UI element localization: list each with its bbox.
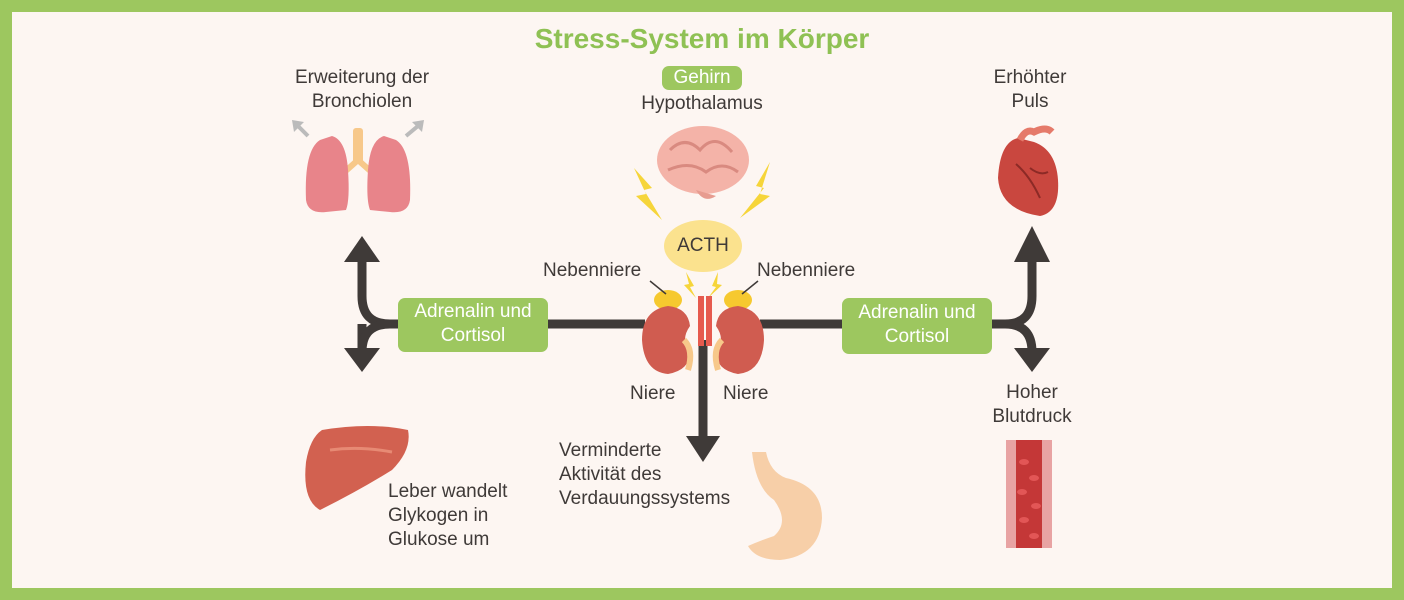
kidney-right-icon [716,306,764,374]
bolt-small-left-icon [684,272,696,298]
arrowhead-down-center [686,436,720,462]
arrowhead-up-right [1014,226,1050,262]
hormone-pill-left-line1: Adrenalin und [414,301,532,322]
diagram-title: Stress-System im Körper [534,23,870,54]
lungs-icon [292,120,424,213]
kidney-left-label: Niere [630,383,676,404]
adrenal-left-icon [654,290,682,310]
adrenal-right-label: Nebenniere [757,260,856,281]
digestion-effect-line3: Verdauungssystems [559,488,731,509]
arrowhead-down-left [344,348,380,372]
connector-arrows [357,262,1037,438]
liver-effect-label: Leber wandelt Glykogen in Glukose um [388,480,507,552]
bolt-left-icon [634,168,662,220]
adrenal-left-label: Nebenniere [543,260,642,281]
acth-hormone-badge: ACTH [664,220,742,272]
lightning-bolts [634,162,770,298]
lungs-effect-label: Erweiterung der Bronchiolen [272,66,452,114]
hormone-pill-right-line1: Adrenalin und [858,302,976,323]
liver-effect-line3: Glukose um [388,529,490,550]
arrow-to-bloodpressure-line [1004,319,1037,353]
liver-icon [305,426,409,510]
hormone-pill-left-line2: Cortisol [440,325,506,346]
lungs-effect-line2: Bronchiolen [311,91,413,112]
adrenal-right-icon [724,290,752,310]
pulse-effect-line1: Erhöhter [993,67,1067,88]
digestion-effect-line2: Aktivität des [559,464,662,485]
pulse-effect-label: Erhöhter Puls [970,66,1090,114]
blood-vessel-icon [1006,440,1052,548]
arrow-heads [344,226,1050,462]
bolt-small-right-icon [708,272,722,298]
hormone-pill-right: Adrenalin und Cortisol [842,298,992,354]
digestion-effect-line1: Verminderte [559,440,662,461]
brain-badge: Gehirn [662,66,742,90]
adrenal-pointers [649,280,759,295]
kidney-right-label: Niere [723,383,769,404]
bolt-right-icon [740,162,770,218]
brain-icon [657,126,749,199]
arrowhead-down-right [1014,348,1050,372]
kidneys-icon [642,290,764,374]
liver-effect-line1: Leber wandelt [388,481,508,502]
lungs-effect-line1: Erweiterung der [294,67,430,88]
digestion-effect-label: Verminderte Aktivität des Verdauungssyst… [559,439,730,511]
arrowhead-up-left [344,236,380,262]
kidney-left-icon [642,306,690,374]
hormone-pill-left: Adrenalin und Cortisol [398,298,548,352]
bloodpressure-effect-line1: Hoher [1006,382,1058,403]
hypothalamus-label: Hypothalamus [641,93,763,114]
heart-icon [998,125,1059,216]
bloodpressure-effect-label: Hoher Blutdruck [970,381,1094,429]
liver-effect-line2: Glykogen in [388,505,489,526]
stomach-icon [748,452,822,560]
pulse-effect-line2: Puls [1011,91,1049,112]
bloodpressure-effect-line2: Blutdruck [992,406,1072,427]
hormone-pill-right-line2: Cortisol [884,326,950,347]
